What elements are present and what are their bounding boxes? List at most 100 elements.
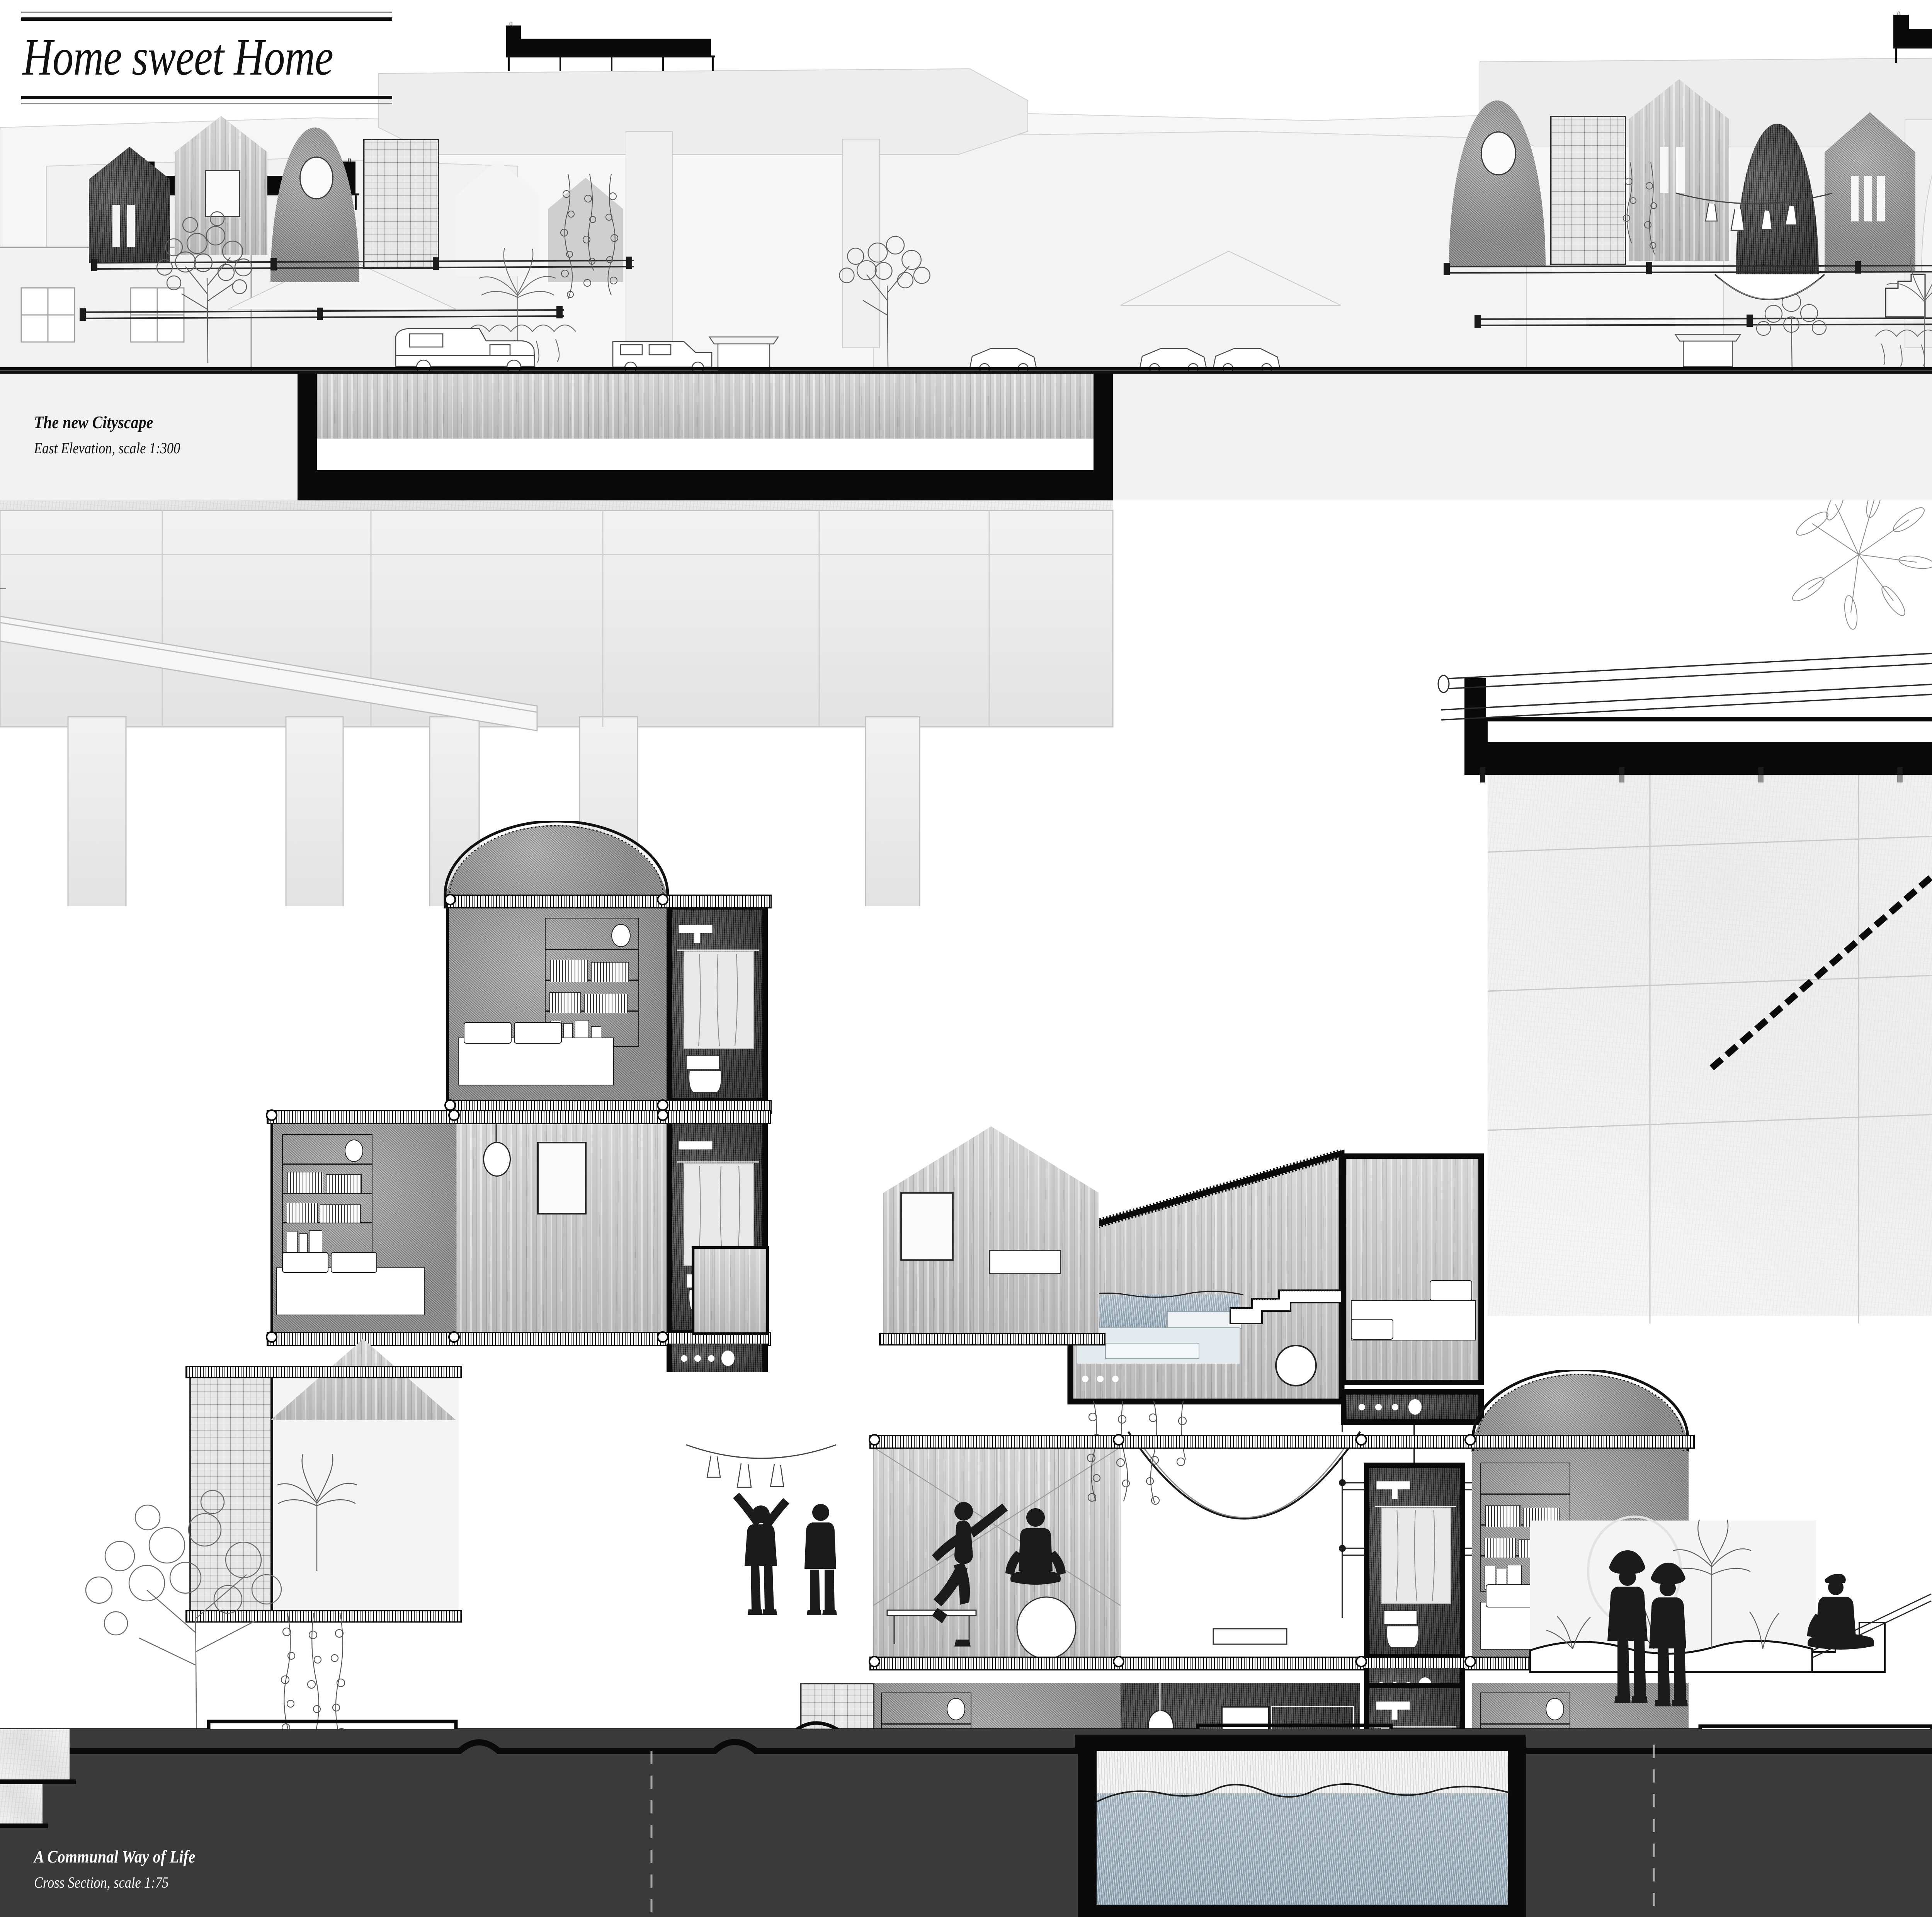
node-mid-tr (1464, 1434, 1476, 1446)
elevation-beam-3-marker: 0 (1897, 10, 1901, 17)
bath-ledge-studio (1167, 1311, 1242, 1329)
pillow-left-lower-b (331, 1252, 377, 1273)
slab-left-lower-bottom (185, 1610, 462, 1623)
bookshelf-study (1271, 1706, 1354, 1729)
grid-screen-mid (800, 1683, 874, 1729)
elevation-module-5-slots (1658, 147, 1700, 193)
elevation-module-6-slots (1851, 176, 1893, 221)
elevation-stall-canopy (708, 336, 779, 371)
ground-soil-band: A Communal Way of Life Cross Section, sc… (0, 1729, 1932, 1917)
section-viaduct-black-post (1464, 678, 1486, 721)
elevation-car-1 (969, 348, 1037, 371)
caption-east-elevation: The new Cityscape East Elevation, scale … (34, 411, 204, 459)
elevation-module-arch-1-oval (299, 156, 333, 199)
slab-bathroom-left-top (446, 895, 772, 908)
ground-slab-left-edge (0, 1779, 76, 1784)
room-bathroom-mid (1364, 1463, 1465, 1660)
pillow-bedroom-left (464, 1022, 512, 1044)
elevation-hammock (1714, 274, 1825, 300)
elevation-camper-van (395, 328, 536, 371)
elevation-module-gable-4 (548, 178, 623, 282)
elevation-beam-2-marker: 0 (509, 20, 513, 27)
room-dance-studio (873, 1443, 1121, 1660)
bed-left-lower (276, 1267, 425, 1315)
node-bed-left-tr (657, 894, 668, 905)
slab-left-lower-top (185, 1366, 462, 1378)
bookshelf-arch-right (1480, 1463, 1570, 1592)
elevation-ground-line (0, 367, 1932, 371)
node-mid-bl (869, 1656, 880, 1667)
hammock-void-art (1127, 1431, 1361, 1645)
window-living-left (537, 1142, 587, 1214)
caption-cross-section: A Communal Way of Life Cross Section, sc… (34, 1845, 222, 1893)
elevation-car-2 (1139, 348, 1207, 371)
node-mid-bm (1113, 1656, 1124, 1667)
study-poster (1221, 1706, 1270, 1729)
elevation-beam-1-marker-2: 0 (348, 156, 351, 164)
room-bathroom-left (667, 904, 768, 1103)
roof-garden-deck (1530, 1521, 1816, 1671)
title-rule-bottom-thin (21, 103, 392, 105)
elevation-module-arch-1 (270, 128, 359, 282)
elevation-caption-band: The new Cityscape East Elevation, scale … (0, 371, 1932, 504)
caption-cross-section-title: A Communal Way of Life (34, 1847, 196, 1866)
lamp-dots-gable-right (1359, 1399, 1422, 1415)
bath-shelf-studio (1105, 1343, 1199, 1359)
elevation-module-arch-4 (1921, 128, 1932, 272)
ground-cap-line (70, 1735, 1932, 1754)
lamp-dots-studio (1082, 1376, 1119, 1382)
elevation-beam-2-end (506, 26, 521, 40)
clothesline-section (686, 1444, 837, 1488)
page-title: Home sweet Home (22, 28, 333, 86)
elevation-beam-2 (506, 39, 711, 56)
ground-slab-left (0, 1729, 70, 1783)
node-mid-br (1464, 1656, 1476, 1667)
elevation-module-1-slots (110, 205, 145, 247)
slab-left-level2-bottom (267, 1332, 771, 1346)
figure-standing-reading (804, 1504, 837, 1615)
pillow-left-lower-a (282, 1252, 328, 1273)
elevation-stall-canopy-2 (1674, 334, 1742, 367)
caption-cross-section-subtitle: Cross Section, scale 1:75 (34, 1873, 169, 1891)
slab-mid-top (869, 1435, 1695, 1449)
bookshelf-left-lower (282, 1134, 372, 1255)
room-bathroom-mid-2 (1364, 1683, 1465, 1729)
node-l2-tr (657, 1109, 668, 1121)
node-l2-tl (266, 1109, 277, 1121)
water-tank-air (1097, 1751, 1508, 1793)
vase-icon-2 (345, 1140, 363, 1162)
caption-east-elevation-title: The new Cityscape (34, 412, 153, 432)
vase-icon-4 (1546, 1698, 1564, 1720)
round-window-studio (1275, 1345, 1317, 1386)
elevation-module-grid-2 (1550, 116, 1626, 265)
elevation-module-arch-3 (1736, 124, 1819, 274)
section-viaduct-white-band (1488, 721, 1932, 742)
elevation-module-arch-2 (1449, 100, 1546, 267)
lamp-living-left (483, 1142, 511, 1177)
lamp-band-left-1 (667, 1344, 768, 1372)
elevation-beam-3 (1893, 29, 1932, 47)
title-rule-top-thin (21, 12, 392, 13)
existing-viaduct-soffit (0, 500, 1113, 591)
pillow-gable-right-a (1430, 1280, 1472, 1301)
elevation-beam-3-rail (1893, 46, 1932, 63)
lamp-dots-left-1b (681, 1351, 735, 1366)
slab-left-level2-top (267, 1110, 771, 1124)
elevation-module-grid-1 (363, 139, 439, 269)
section-top-deck (317, 374, 1113, 439)
node-bed-left-tl (444, 894, 456, 905)
cross-section-drawing: 9 (0, 500, 1932, 1729)
section-top-black-slab (298, 470, 1113, 503)
figure-stretching (733, 1493, 789, 1615)
pillow-arch-right (1486, 1584, 1537, 1607)
vase-icon-3 (947, 1698, 965, 1720)
node-mid-bm2 (1355, 1656, 1367, 1667)
node-bed-left-bl (444, 1099, 456, 1111)
elevation-tree-2 (839, 236, 930, 367)
node-l2-tm (448, 1109, 460, 1121)
room-bedroom-gable-right (1341, 1153, 1484, 1385)
window-upper-small (900, 1192, 954, 1261)
title-block: Home sweet Home (21, 12, 392, 105)
node-mid-tl (869, 1434, 880, 1446)
